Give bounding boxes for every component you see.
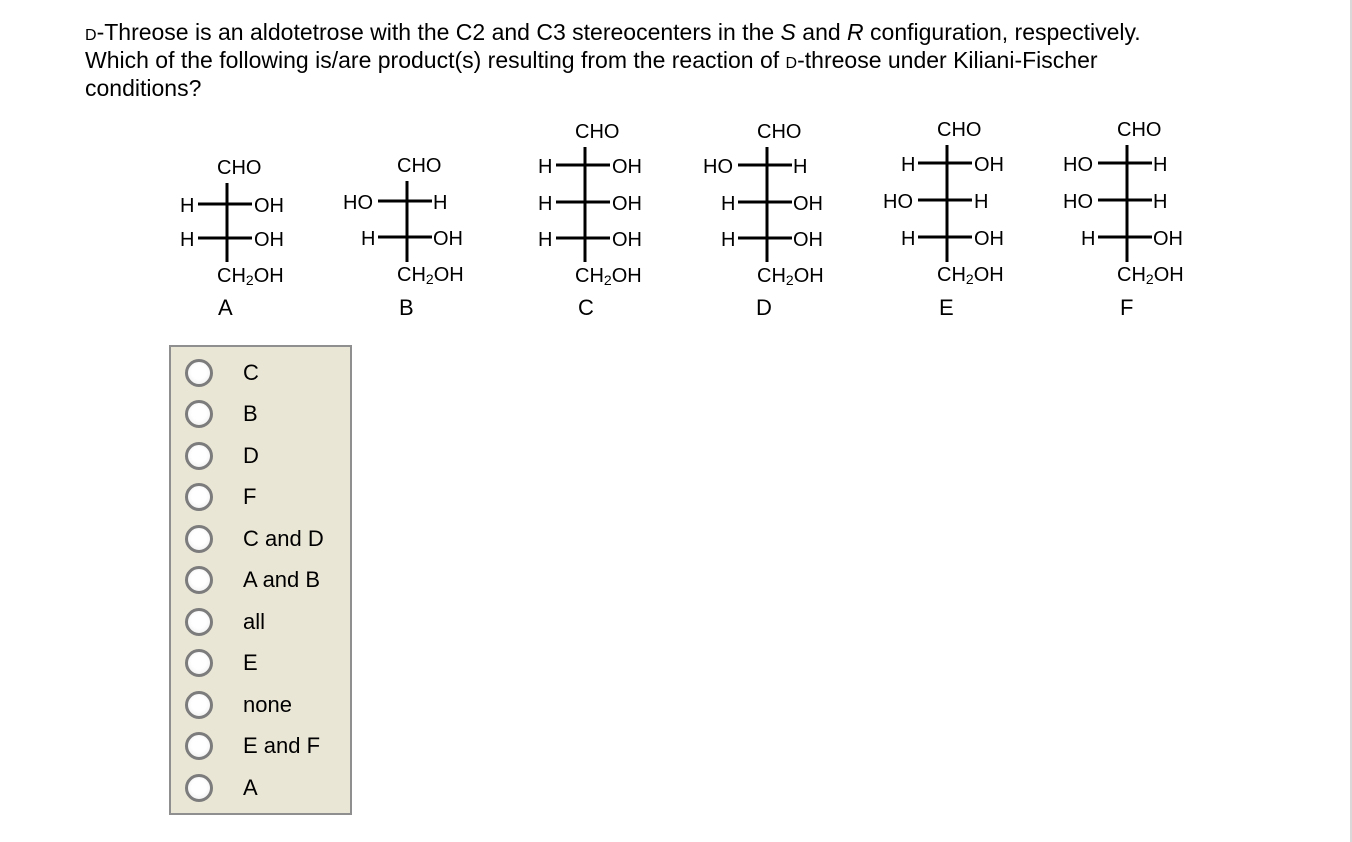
choice-d[interactable]: D — [171, 438, 351, 474]
svg-text:HO: HO — [1063, 154, 1093, 176]
radio-button[interactable] — [185, 774, 213, 802]
radio-button[interactable] — [185, 359, 213, 387]
fischer-projections: CHO H OH H OH CH2OH A CHO HO H H OH CH2O… — [180, 119, 1184, 320]
choice-e[interactable]: E — [171, 645, 351, 681]
structure-e: CHO H OH HO H H OH CH2OH E — [883, 119, 1004, 320]
svg-text:H: H — [1153, 154, 1167, 176]
svg-text:OH: OH — [254, 195, 284, 217]
svg-text:C: C — [578, 295, 594, 320]
svg-text:CHO: CHO — [937, 119, 981, 141]
svg-text:H: H — [1081, 228, 1095, 250]
svg-text:OH: OH — [254, 229, 284, 251]
choice-label: all — [243, 609, 266, 634]
svg-text:H: H — [180, 229, 194, 251]
choice-c-and-d[interactable]: C and D — [171, 521, 351, 557]
answer-choices: C B D F C and D A and B all E none E and… — [169, 345, 352, 815]
svg-text:OH: OH — [612, 229, 642, 251]
svg-text:CHO: CHO — [397, 155, 441, 177]
svg-text:H: H — [180, 195, 194, 217]
svg-text:H: H — [538, 229, 552, 251]
svg-text:OH: OH — [793, 229, 823, 251]
choice-label: E — [243, 650, 258, 675]
svg-text:HO: HO — [1063, 191, 1093, 213]
svg-text:OH: OH — [974, 154, 1004, 176]
choice-none[interactable]: none — [171, 687, 351, 723]
svg-text:CHO: CHO — [757, 121, 801, 143]
svg-text:H: H — [538, 193, 552, 215]
structure-d: CHO HO H H OH H OH CH2OH D — [703, 121, 824, 320]
svg-text:CH2OH: CH2OH — [575, 265, 642, 288]
radio-button[interactable] — [185, 400, 213, 428]
svg-text:F: F — [1120, 295, 1133, 320]
svg-text:E: E — [939, 295, 954, 320]
svg-text:HO: HO — [703, 156, 733, 178]
svg-text:H: H — [1153, 191, 1167, 213]
svg-text:HO: HO — [343, 192, 373, 214]
choice-b[interactable]: B — [171, 396, 351, 432]
svg-text:H: H — [901, 228, 915, 250]
structure-c: CHO H OH H OH H OH CH2OH C — [538, 121, 642, 320]
choice-label: A and B — [243, 567, 321, 592]
choice-label: F — [243, 484, 257, 509]
page-edge — [1350, 0, 1352, 842]
svg-text:CH2OH: CH2OH — [1117, 264, 1184, 287]
svg-text:CHO: CHO — [217, 157, 261, 179]
svg-text:A: A — [218, 295, 233, 320]
radio-button[interactable] — [185, 732, 213, 760]
choice-label: none — [243, 692, 292, 717]
svg-text:D: D — [756, 295, 772, 320]
svg-text:OH: OH — [793, 193, 823, 215]
choice-label: E and F — [243, 733, 321, 758]
svg-text:CHO: CHO — [575, 121, 619, 143]
structure-f: CHO HO H HO H H OH CH2OH F — [1063, 119, 1184, 320]
svg-text:OH: OH — [974, 228, 1004, 250]
svg-text:H: H — [974, 191, 988, 213]
radio-button[interactable] — [185, 649, 213, 677]
svg-text:B: B — [399, 295, 414, 320]
svg-text:H: H — [721, 229, 735, 251]
svg-text:CH2OH: CH2OH — [937, 264, 1004, 287]
svg-text:CH2OH: CH2OH — [757, 265, 824, 288]
radio-button[interactable] — [185, 608, 213, 636]
choice-label: B — [243, 401, 258, 426]
radio-button[interactable] — [185, 442, 213, 470]
svg-text:CH2OH: CH2OH — [217, 265, 284, 288]
radio-button[interactable] — [185, 566, 213, 594]
svg-text:H: H — [361, 228, 375, 250]
svg-text:CH2OH: CH2OH — [397, 264, 464, 287]
question-text: D-Threose is an aldotetrose with the C2 … — [85, 19, 1141, 101]
svg-text:OH: OH — [612, 193, 642, 215]
choice-e-and-f[interactable]: E and F — [171, 728, 351, 764]
structure-b: CHO HO H H OH CH2OH B — [343, 155, 464, 320]
structure-a: CHO H OH H OH CH2OH A — [180, 157, 284, 320]
svg-text:HO: HO — [883, 191, 913, 213]
svg-text:H: H — [721, 193, 735, 215]
svg-text:OH: OH — [612, 156, 642, 178]
choice-a-and-b[interactable]: A and B — [171, 562, 351, 598]
svg-text:OH: OH — [433, 228, 463, 250]
svg-text:H: H — [901, 154, 915, 176]
choice-label: D — [243, 443, 259, 468]
svg-text:H: H — [538, 156, 552, 178]
choice-label: C and D — [243, 526, 324, 551]
choice-label: A — [243, 775, 258, 800]
svg-text:H: H — [433, 192, 447, 214]
radio-button[interactable] — [185, 525, 213, 553]
svg-text:CHO: CHO — [1117, 119, 1161, 141]
choice-a[interactable]: A — [171, 770, 351, 806]
svg-text:H: H — [793, 156, 807, 178]
choice-c[interactable]: C — [171, 355, 351, 391]
svg-text:OH: OH — [1153, 228, 1183, 250]
radio-button[interactable] — [185, 691, 213, 719]
radio-button[interactable] — [185, 483, 213, 511]
choice-label: C — [243, 360, 259, 385]
choice-all[interactable]: all — [171, 604, 351, 640]
choice-f[interactable]: F — [171, 479, 351, 515]
